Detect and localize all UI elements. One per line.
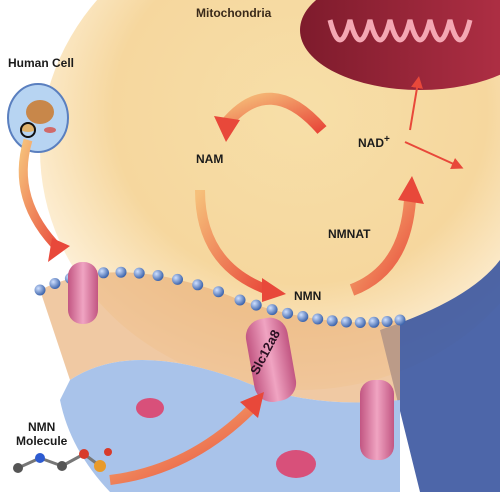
cell-interior-blue xyxy=(380,260,500,492)
human-cell-illustration xyxy=(7,83,69,153)
membrane-bead xyxy=(340,316,352,328)
membrane-bead xyxy=(250,299,262,311)
transporter-slc12a8 xyxy=(245,317,297,402)
membrane-bead xyxy=(312,313,324,325)
nmnat-label: NMNAT xyxy=(328,227,371,241)
membrane-bead xyxy=(297,311,309,322)
membrane-bead xyxy=(354,317,366,328)
mitochondria-label: Mitochondria xyxy=(196,6,272,20)
membrane-bead xyxy=(172,273,183,285)
vesicle-left xyxy=(136,398,164,418)
vesicle-bottom xyxy=(276,450,316,478)
transporter-right xyxy=(360,380,394,460)
membrane-bead xyxy=(282,307,294,319)
arrow-nad-to-mitochondria xyxy=(409,76,423,131)
arrowhead-nmn xyxy=(262,278,286,302)
mitochondria-shape xyxy=(300,0,500,90)
membrane-bead xyxy=(192,279,204,291)
membrane-bead xyxy=(98,267,109,279)
membrane-bead xyxy=(381,316,393,327)
membrane-bead xyxy=(34,284,46,296)
nmn-molecule-label: NMN Molecule xyxy=(16,420,67,448)
nad-text: NAD xyxy=(358,136,384,150)
transporter-left xyxy=(68,262,98,324)
membrane-bead xyxy=(326,315,338,327)
nmn-label: NMN xyxy=(294,289,322,303)
nam-label: NAM xyxy=(196,152,224,166)
nad-label: NAD+ xyxy=(358,134,390,150)
arrowhead-nad xyxy=(398,176,424,204)
membrane-bead xyxy=(234,294,246,306)
arrow-molecule-uptake xyxy=(109,404,256,485)
arrow-nad-to-nam xyxy=(220,92,327,134)
nad-superscript: + xyxy=(384,134,390,145)
arrow-nad-outward xyxy=(404,141,464,169)
human-cell-label: Human Cell xyxy=(8,56,75,70)
arrowhead-uptake xyxy=(240,392,264,418)
membrane-bead xyxy=(213,286,224,298)
arrow-nmn-to-nad xyxy=(349,199,416,296)
membrane-bead xyxy=(266,304,278,316)
membrane-bead xyxy=(49,278,61,289)
membrane-bead xyxy=(133,267,145,279)
arrowhead-nam xyxy=(214,116,240,142)
arrow-nam-to-nmn xyxy=(195,189,270,295)
membrane-bead xyxy=(394,314,406,326)
membrane-bead xyxy=(115,266,127,278)
cell-zoom-arrowhead xyxy=(48,238,70,262)
nmn-molecule-line1: NMN xyxy=(28,420,56,434)
cell-zoom-arrow xyxy=(18,138,64,254)
membrane-bead xyxy=(368,316,380,328)
nmn-molecule-line2: Molecule xyxy=(16,434,68,448)
nmn-molecule-illustration xyxy=(13,448,112,473)
membrane-bead xyxy=(152,270,164,281)
